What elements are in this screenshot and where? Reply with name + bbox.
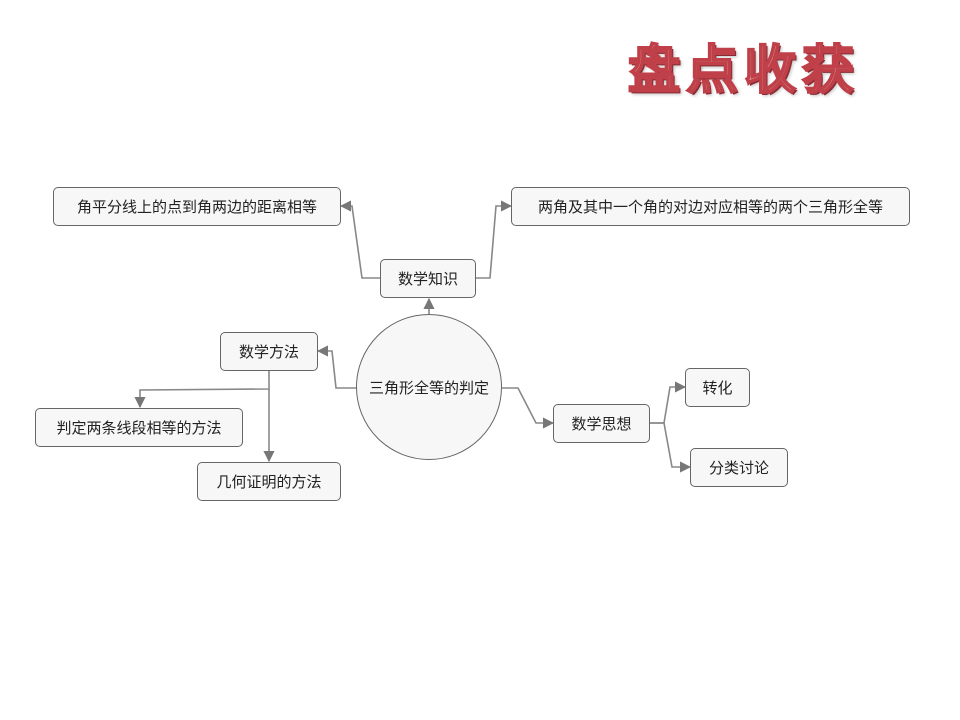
branch-thought: 数学思想 <box>553 404 650 443</box>
edge-method-child1 <box>134 371 270 409</box>
edge-knowledge-right <box>476 200 513 279</box>
knowledge-item-1: 角平分线上的点到角两边的距离相等 <box>53 187 341 226</box>
thought-item-1: 转化 <box>685 368 750 407</box>
edge-center-thought <box>502 387 555 429</box>
edge-thought-child1 <box>650 381 687 424</box>
edge-center-method <box>316 345 359 389</box>
edge-knowledge-left <box>339 200 380 279</box>
method-item-1: 判定两条线段相等的方法 <box>35 408 243 447</box>
page-title: 盘点收获 <box>627 39 861 102</box>
method-item-2: 几何证明的方法 <box>197 462 341 501</box>
center-topic: 三角形全等的判定 <box>356 314 502 460</box>
knowledge-item-2: 两角及其中一个角的对边对应相等的两个三角形全等 <box>511 187 910 226</box>
thought-item-2: 分类讨论 <box>690 448 788 487</box>
branch-knowledge: 数学知识 <box>380 259 476 298</box>
branch-method: 数学方法 <box>220 332 318 371</box>
edge-thought-child2 <box>650 422 692 473</box>
